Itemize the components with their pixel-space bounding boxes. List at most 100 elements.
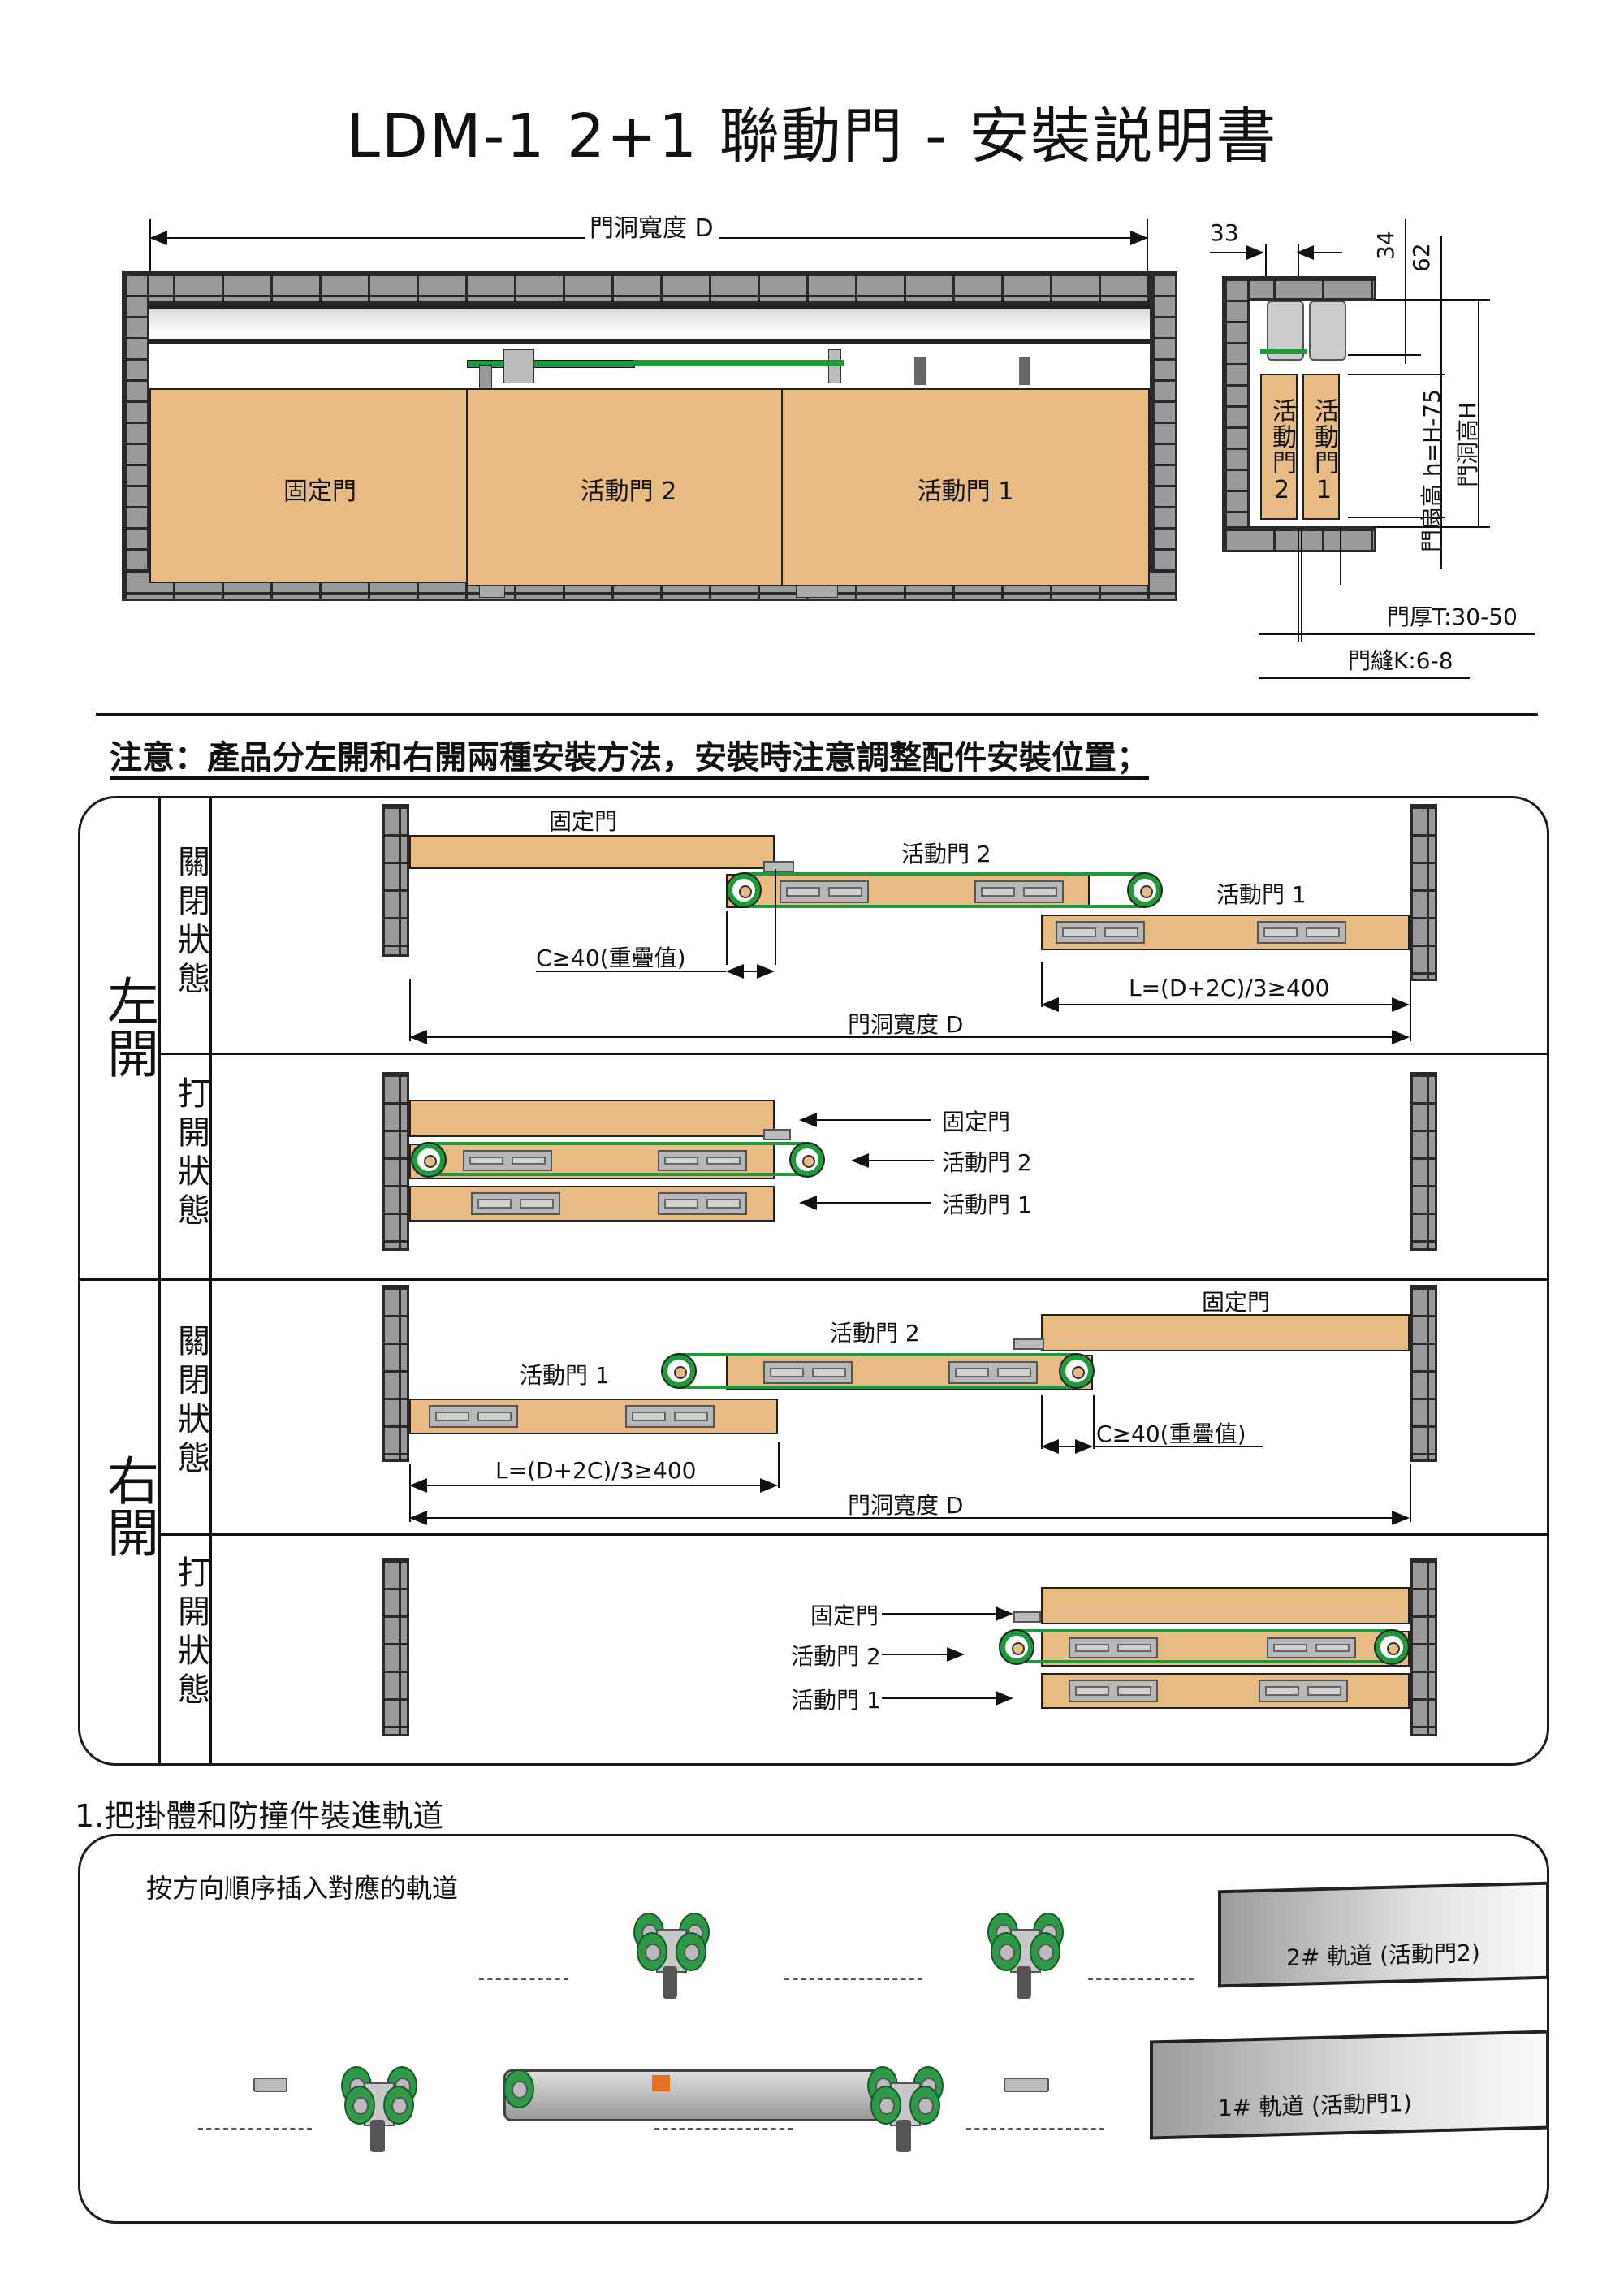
overlap-underline <box>1093 1446 1263 1447</box>
floor-guide-icon <box>479 585 505 598</box>
wall-left <box>122 271 149 601</box>
door-fixed-label: 固定門 <box>283 478 356 506</box>
pulley-icon <box>728 874 760 906</box>
left-closed-state-label: 關閉狀態 <box>172 845 209 1001</box>
active1-label: 活動門 1 <box>520 1362 610 1389</box>
fixed-door-label: 固定門 <box>549 808 618 835</box>
table-row-divider <box>158 1533 1549 1536</box>
page-title: LDM-1 2+1 聯動門 - 安裝説明書 <box>346 102 1278 171</box>
ref-line <box>1348 374 1445 375</box>
left-open-diagram: 固定門 活動門 2 活動門 1 <box>382 1072 1453 1267</box>
wall-top <box>122 271 1177 304</box>
carriage-icon <box>625 1405 715 1428</box>
right-closed-state-label: 關閉狀態 <box>172 1324 209 1480</box>
length-formula-label: L=(D+2C)/3≥400 <box>495 1457 697 1484</box>
dim-ext <box>1298 528 1299 642</box>
wall-right <box>1410 1072 1437 1251</box>
dim-ext <box>409 1464 411 1522</box>
hanger-wheel-icon <box>633 1913 710 2002</box>
front-view: 門洞寬度 D 固定門 活動門 2 活動門 1 <box>122 208 1177 601</box>
track-1: 1# 軌道 (活動門1) <box>1150 2030 1549 2140</box>
left-closed-diagram: 固定門 活動門 2 活動門 1 C≥40(重疊值) L=(D+2C)/3≥400… <box>382 804 1453 1048</box>
section-left-open-label: 左開 <box>98 975 158 1079</box>
wall-left <box>382 1558 409 1736</box>
wall-left <box>382 1072 409 1251</box>
right-closed-diagram: 固定門 活動門 2 活動門 1 C≥40(重疊值) L=(D+2C)/3≥400… <box>382 1285 1453 1529</box>
dim-33: 33 <box>1210 219 1239 246</box>
wall-right <box>1150 271 1177 601</box>
hanger-icon <box>914 357 926 385</box>
pulley-icon <box>663 1355 695 1387</box>
gap-label: 門縫K:6-8 <box>1348 647 1453 674</box>
door-active-1-label: 活動門 1 <box>917 478 1014 506</box>
step1-instruction: 按方向順序插入對應的軌道 <box>146 1873 459 1904</box>
hanger-icon <box>1309 301 1346 361</box>
wall-right <box>1410 1285 1437 1462</box>
pointer-arrow <box>851 1153 934 1168</box>
floor-guide-icon <box>796 585 838 598</box>
bracket-icon <box>1013 1611 1041 1623</box>
carriage-icon <box>658 1150 747 1171</box>
direction-arrow <box>784 1978 922 1980</box>
pulley-icon <box>1000 1631 1033 1663</box>
door-active-2: 活動門 2 <box>466 388 791 586</box>
pointer-arrow <box>882 1606 1013 1621</box>
bracket-icon <box>763 861 794 872</box>
carriage-icon <box>1267 1637 1356 1658</box>
carriage-icon <box>948 1361 1038 1384</box>
carriage-icon <box>1056 921 1145 944</box>
step1-panel <box>78 1834 1549 2224</box>
direction-arrow <box>1088 1978 1194 1980</box>
dim-ext <box>1410 979 1411 1041</box>
right-open-diagram: 固定門 活動門 2 活動門 1 <box>382 1558 1453 1753</box>
carriage-icon <box>974 880 1064 903</box>
track-2-label: 2# 軌道 (活動門2) <box>1286 1939 1480 1972</box>
door-active-2-label: 活動門 2 <box>580 478 677 506</box>
overlap-underline <box>536 971 726 972</box>
overlap-arrow <box>726 964 775 979</box>
damper-trigger-icon <box>652 2075 670 2091</box>
overlap-label: C≥40(重疊值) <box>536 945 686 971</box>
carriage-icon <box>780 880 869 903</box>
linkage-belt <box>633 360 844 366</box>
bracket-icon <box>828 349 841 383</box>
active1-label: 活動門 1 <box>942 1191 1032 1218</box>
dim-34: 34 <box>1372 231 1399 260</box>
thickness-label: 門厚T:30-50 <box>1387 603 1518 630</box>
bracket-icon <box>1013 1338 1044 1350</box>
dim-33-arrow-right <box>1296 245 1342 260</box>
dim-33-arrow-left <box>1210 245 1264 260</box>
overlap-label: C≥40(重疊值) <box>1096 1420 1246 1447</box>
right-open-state-label: 打開狀態 <box>172 1555 209 1711</box>
top-rail <box>149 304 1150 344</box>
table-row-divider <box>78 1278 1549 1281</box>
side-view: 33 34 62 活動門2 活動門1 門扇高 h=H-75 門洞高H 門厚T:3… <box>1210 211 1551 698</box>
wall-left <box>382 1285 409 1462</box>
door-fixed: 固定門 <box>149 388 490 583</box>
dim-ext <box>1265 244 1267 294</box>
carriage-icon <box>463 1150 552 1171</box>
fixed-door <box>1041 1587 1410 1624</box>
carriage-icon <box>763 1361 853 1384</box>
fixed-door <box>409 1100 775 1137</box>
wall-right <box>1410 1558 1437 1736</box>
linkage-belt <box>467 360 635 368</box>
dim-ext-left <box>149 219 151 276</box>
width-arrow <box>409 1030 1410 1044</box>
hanger-wheel-icon <box>987 1913 1064 2002</box>
overlap-arrow <box>1041 1439 1093 1454</box>
wall-left <box>382 804 409 957</box>
active2-label: 活動門 2 <box>830 1320 920 1347</box>
carriage-icon <box>471 1192 560 1215</box>
dim-ext <box>1041 1395 1043 1449</box>
door-active-1: 活動門 1 <box>781 388 1150 586</box>
fixed-label: 固定門 <box>942 1109 1011 1135</box>
pointer-arrow <box>799 1113 931 1127</box>
dim-ext-right <box>1147 219 1148 276</box>
ref-line <box>1372 526 1490 528</box>
active2-label: 活動門 2 <box>791 1643 881 1670</box>
width-arrow <box>409 1511 1410 1525</box>
pulley-icon <box>412 1144 445 1176</box>
buffer-stop-icon <box>253 2078 287 2092</box>
table-col-divider <box>209 798 212 1764</box>
